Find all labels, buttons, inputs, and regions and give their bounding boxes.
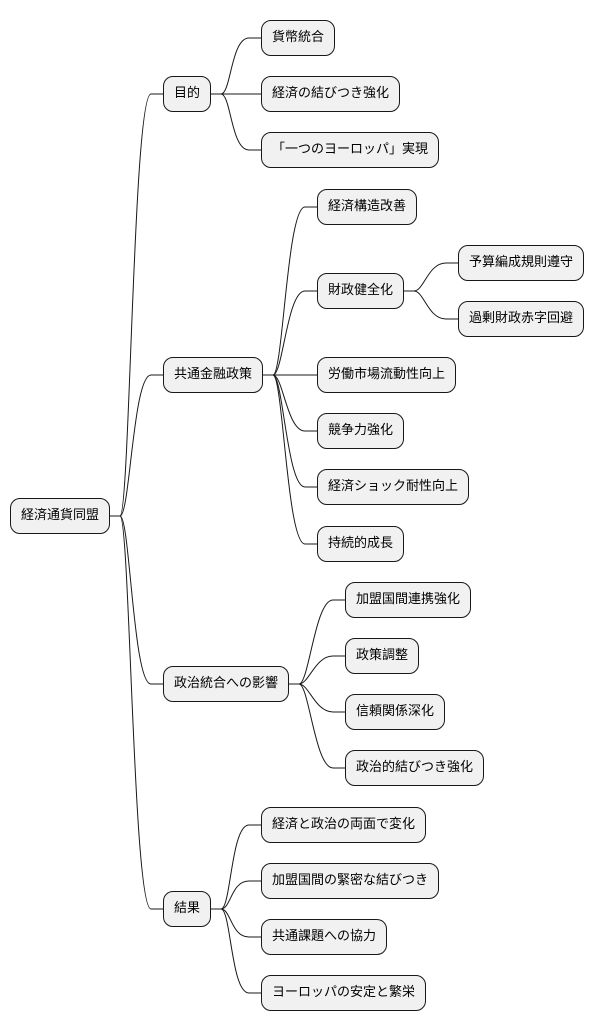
node-avoid-deficit: 過剰財政赤字回避	[458, 301, 585, 337]
connector-line	[289, 655, 345, 685]
connector-line	[289, 599, 345, 685]
connector-line	[110, 515, 163, 910]
node-structural-improvement: 経済構造改善	[317, 189, 418, 225]
node-labor-mobility: 労働市場流動性向上	[317, 357, 457, 393]
node-economic-ties: 経済の結びつき強化	[261, 76, 401, 112]
node-fiscal-consolidation: 財政健全化	[317, 273, 405, 309]
connector-line	[263, 374, 317, 545]
node-results: 結果	[163, 891, 212, 927]
node-political-ties: 政治的結びつき強化	[345, 750, 485, 786]
connector-line	[110, 93, 163, 517]
connector-line	[263, 290, 317, 376]
connector-line	[110, 515, 163, 685]
node-stability-prosperity: ヨーロッパの安定と繁栄	[261, 975, 427, 1011]
node-root: 経済通貨同盟	[10, 498, 111, 534]
connector-line	[289, 683, 345, 713]
node-currency-integration: 貨幣統合	[261, 20, 336, 56]
connector-line	[211, 908, 261, 994]
connector-line	[211, 93, 261, 151]
node-member-cooperation: 加盟国間連携強化	[345, 582, 472, 618]
connector-line	[110, 374, 163, 517]
node-close-ties: 加盟国間の緊密な結びつき	[261, 863, 440, 899]
node-one-europe: 「一つのヨーロッパ」実現	[261, 132, 440, 168]
node-trust-deepening: 信頼関係深化	[345, 694, 446, 730]
node-budget-rules: 予算編成規則遵守	[458, 245, 585, 281]
node-purpose: 目的	[163, 76, 212, 112]
node-econ-political-change: 経済と政治の両面で変化	[261, 807, 427, 843]
node-sustainable-growth: 持続的成長	[317, 526, 405, 562]
node-common-monetary-policy: 共通金融政策	[163, 357, 264, 393]
node-common-issues: 共通課題への協力	[261, 919, 388, 955]
connector-line	[263, 374, 317, 432]
connector-line	[404, 262, 458, 292]
connector-line	[404, 290, 458, 320]
node-policy-coordination: 政策調整	[345, 638, 420, 674]
connector-line	[263, 206, 317, 376]
node-shock-resilience: 経済ショック耐性向上	[317, 469, 470, 505]
connector-line	[211, 37, 261, 95]
connector-line	[289, 683, 345, 769]
connector-line	[211, 824, 261, 910]
node-competitiveness: 競争力強化	[317, 413, 405, 449]
connector-line	[211, 880, 261, 910]
connector-line	[211, 908, 261, 938]
node-political-integration: 政治統合への影響	[163, 666, 290, 702]
